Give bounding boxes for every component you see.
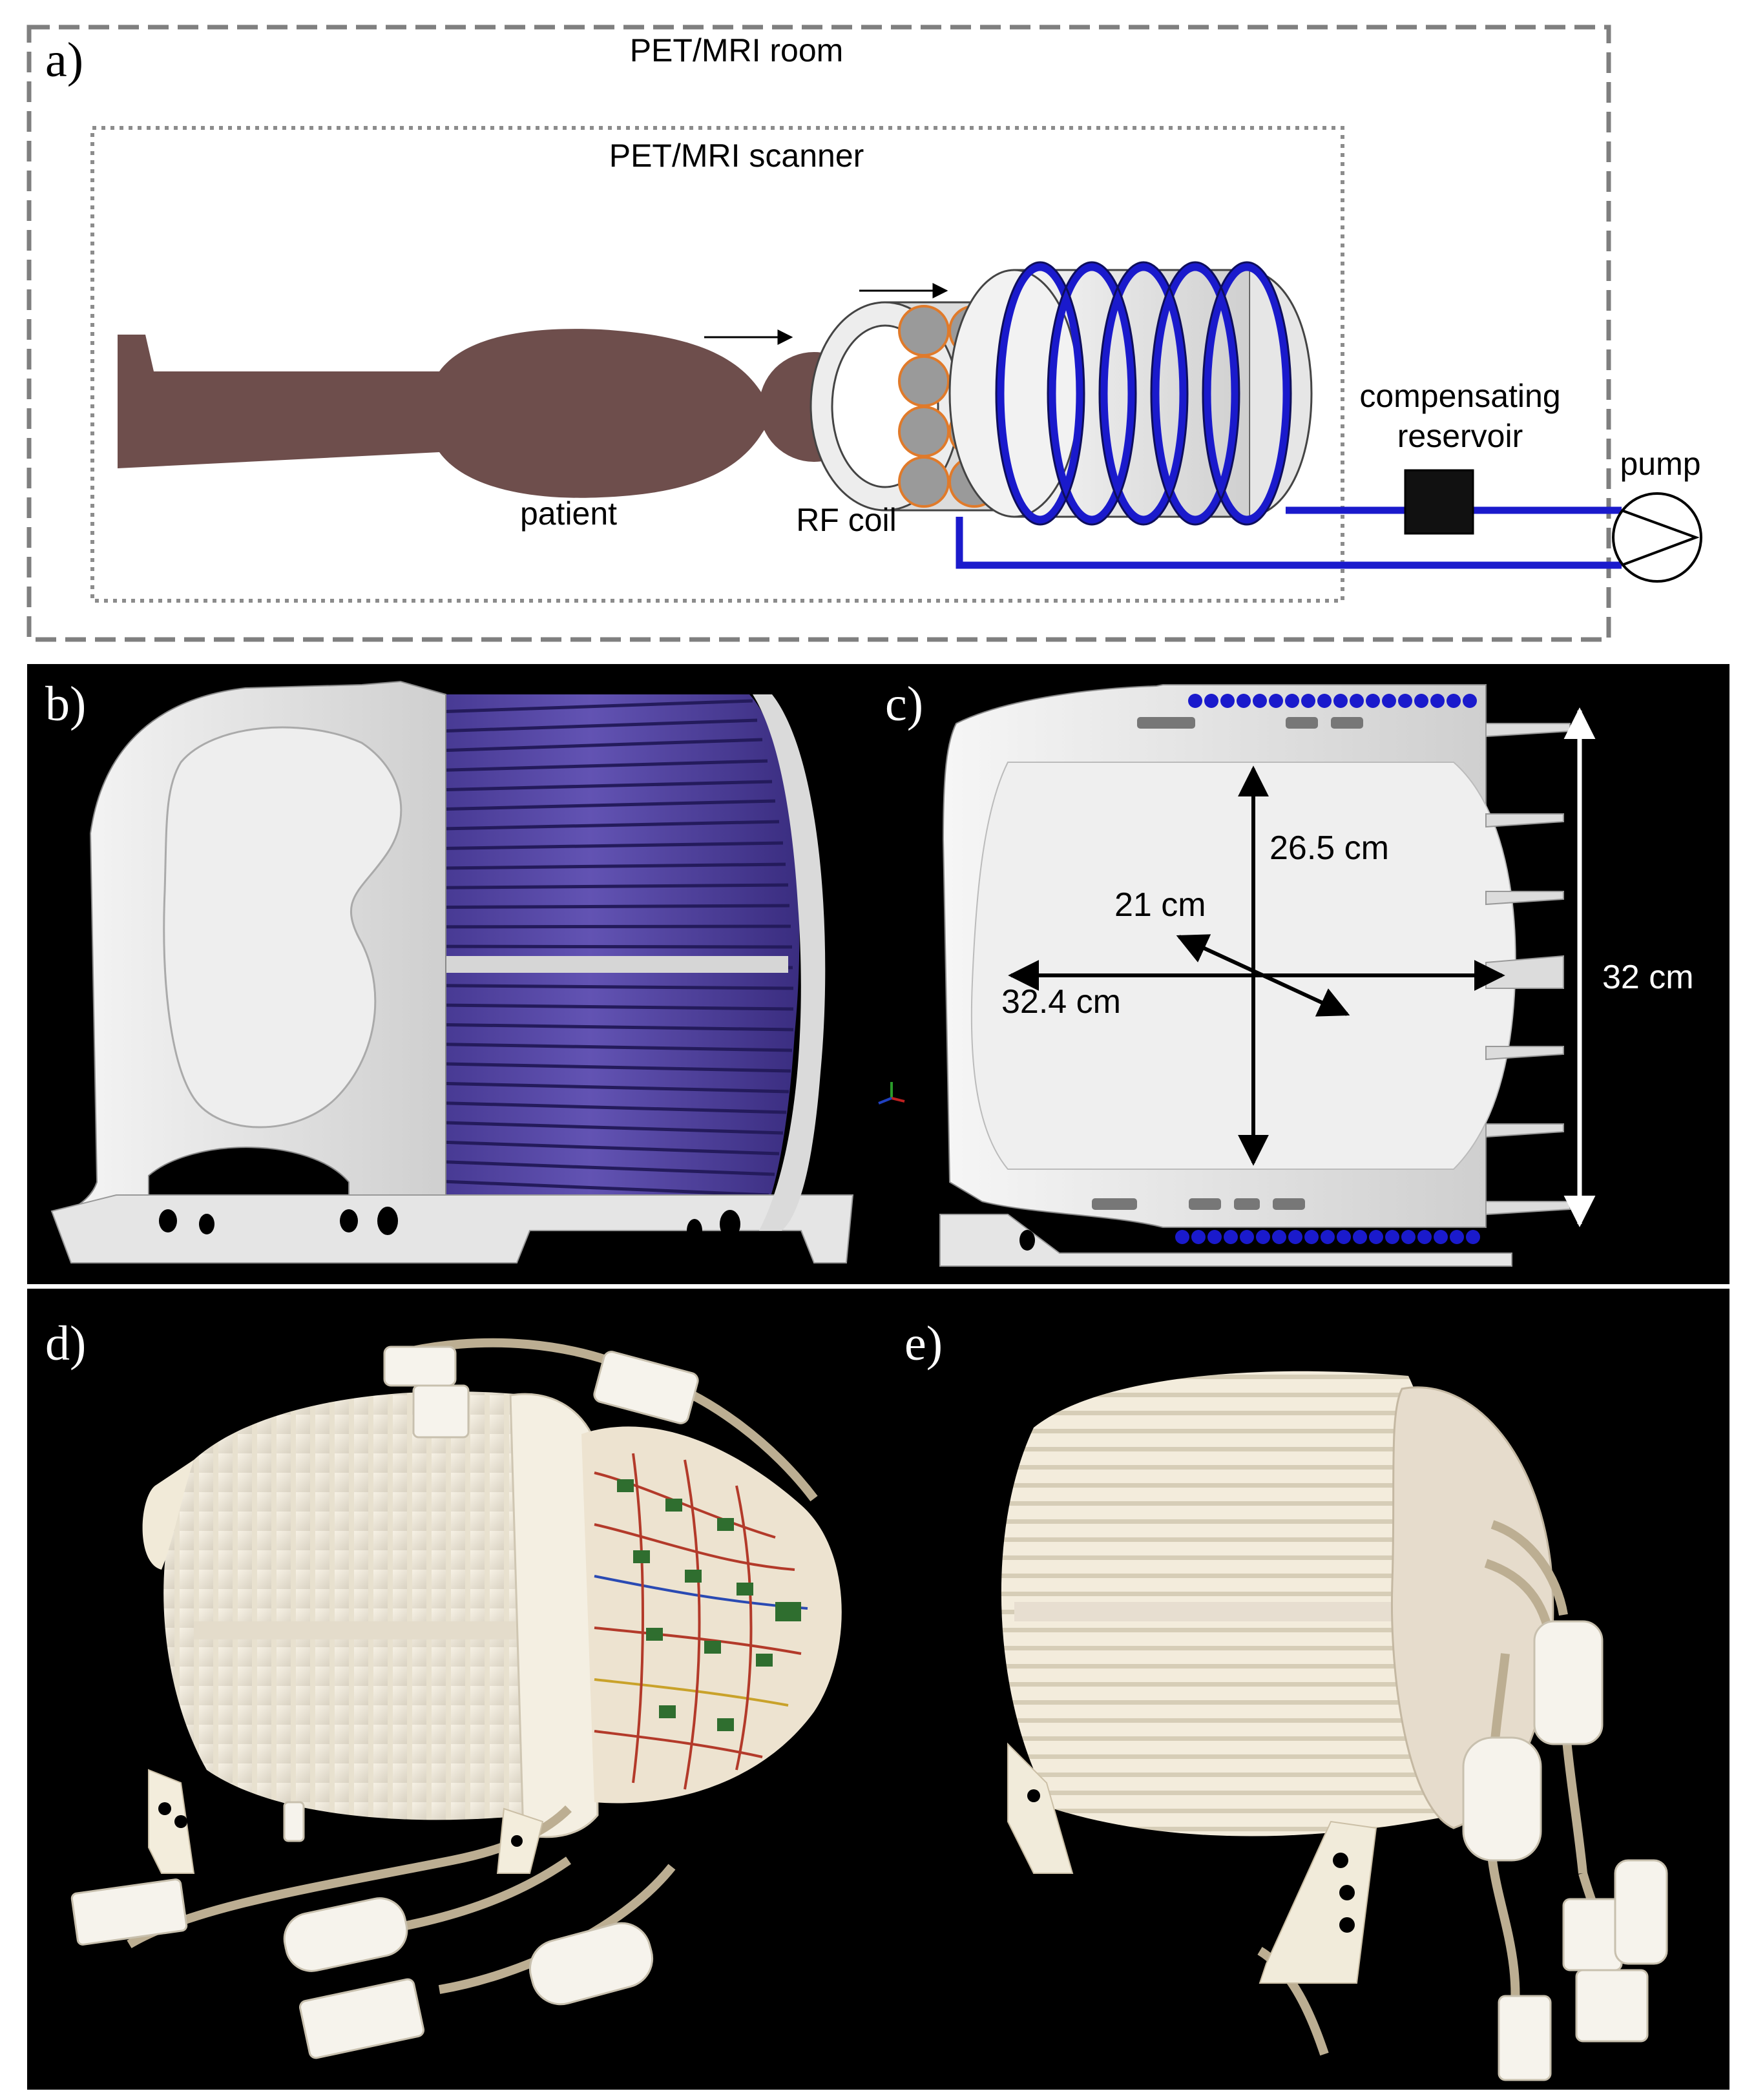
patient-silhouette <box>118 329 775 498</box>
pet-insert <box>948 261 1313 526</box>
reservoir-label-line1: compensating <box>1359 378 1560 414</box>
tube-row-top <box>1188 694 1477 708</box>
feet-photo-d <box>148 1769 544 1874</box>
support-bar <box>426 956 788 973</box>
dimension-label-width: 32.4 cm <box>1001 983 1121 1021</box>
foot-holes <box>159 1207 740 1242</box>
pump-label: pump <box>1620 446 1700 482</box>
panel-c: c) <box>885 677 1694 1267</box>
detector-boards <box>617 1479 801 1731</box>
insert-end-photo-d <box>142 1460 194 1570</box>
scanner-boundary <box>90 126 1344 603</box>
cooling-tube-helix <box>996 262 1291 525</box>
reservoir-label-line2: reservoir <box>1397 418 1523 454</box>
dimension-label-outer: 32 cm <box>1602 959 1694 996</box>
feet-holes-photo-e <box>1027 1789 1355 1933</box>
panel-d-label: d) <box>45 1316 86 1371</box>
panel-c-label: c) <box>885 677 923 731</box>
panel-b: b) <box>45 677 905 1263</box>
detector-electronics <box>581 1426 842 1804</box>
connector-boxes-photo-e <box>1462 1620 1668 2081</box>
cross-section-foot-holes <box>1019 1225 1075 1251</box>
compensating-reservoir-box <box>1404 469 1474 535</box>
front-opening <box>163 726 402 1128</box>
panel-a-label: a) <box>45 33 83 87</box>
scanner-label: PET/MRI scanner <box>609 138 864 174</box>
insert-rail-e <box>1014 1602 1434 1621</box>
panel-d: d) <box>45 1316 842 2059</box>
cross-section-slots <box>1092 717 1363 1210</box>
cross-section-feet <box>939 1214 1512 1267</box>
room-label: PET/MRI room <box>630 32 844 68</box>
rf-coil-label: RF coil <box>796 502 897 538</box>
connector-boxes-photo-d <box>70 1346 699 2059</box>
feet-holes-photo-d <box>158 1802 523 1847</box>
dimension-arrow-depth <box>1176 934 1350 1017</box>
axis-gizmo <box>878 1082 905 1105</box>
cooling-loop <box>956 506 1622 569</box>
patient-label: patient <box>520 495 617 532</box>
room-boundary <box>26 25 1611 642</box>
insert-rail-d <box>194 1621 530 1639</box>
feet-photo-e <box>1007 1742 1377 1984</box>
pump-symbol <box>1612 492 1702 583</box>
panel-a: a) PET/MRI room PET/MRI scanner patient … <box>26 25 1702 642</box>
insert-body-photo-d <box>163 1391 535 1820</box>
dimension-label-depth: 21 cm <box>1114 886 1206 924</box>
cooling-tube-inner <box>995 261 1292 526</box>
panel-e-label: e) <box>904 1316 943 1371</box>
panel-e: e) <box>904 1316 1668 2081</box>
dimension-label-height: 26.5 cm <box>1270 829 1389 867</box>
rear-fins <box>1485 723 1571 1216</box>
tube-row-bottom <box>1175 1230 1480 1244</box>
rear-flange <box>753 694 826 1231</box>
panel-b-label: b) <box>45 677 86 731</box>
support-feet <box>50 1194 854 1263</box>
detector-wiring <box>594 1453 808 1790</box>
